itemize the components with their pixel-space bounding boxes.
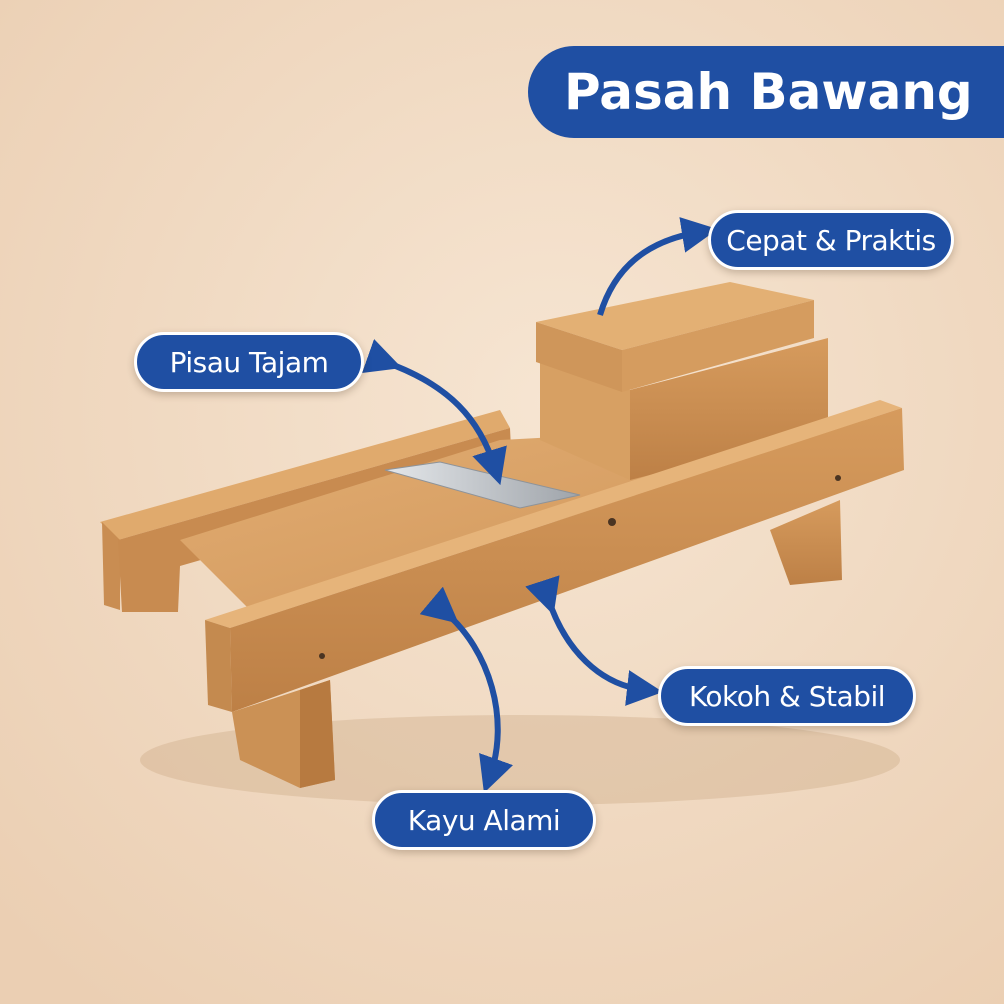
arrow-kokoh <box>525 575 663 706</box>
arrow-pisau <box>362 339 507 486</box>
label-kokoh-stabil: Kokoh & Stabil <box>658 666 916 726</box>
left-rail-front <box>102 522 120 610</box>
front-rail-top <box>205 400 902 628</box>
pusher-side <box>630 338 828 480</box>
back-leg <box>770 500 842 585</box>
front-leg-side <box>300 680 335 788</box>
label-cepat-praktis: Cepat & Praktis <box>708 210 954 270</box>
pusher-lid-front <box>536 322 622 392</box>
arrow-cepat <box>597 217 718 316</box>
front-rail-side <box>230 408 904 712</box>
screw <box>319 653 325 659</box>
screw <box>608 518 616 526</box>
screw <box>835 475 841 481</box>
pusher-lid-top <box>536 282 814 350</box>
pusher-lid-side <box>622 300 814 392</box>
page-title: Pasah Bawang <box>528 46 1004 138</box>
front-rail-front <box>205 620 232 712</box>
label-pisau-tajam: Pisau Tajam <box>134 332 364 392</box>
arrow-kayu <box>419 586 513 793</box>
label-kayu-alami: Kayu Alami <box>372 790 596 850</box>
